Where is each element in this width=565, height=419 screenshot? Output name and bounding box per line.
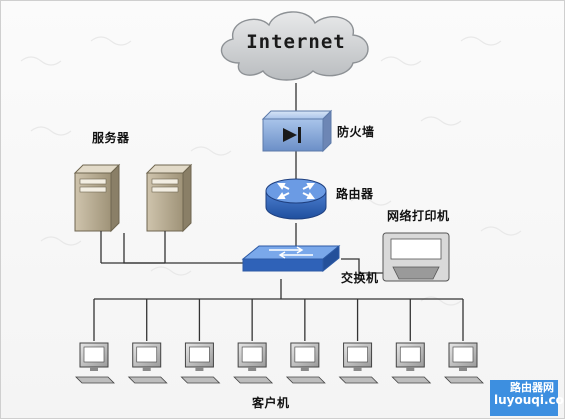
- site-watermark: 路由器网 luyouqi.com: [490, 380, 564, 416]
- router-label: 路由器: [336, 187, 374, 201]
- watermark-site-name: 路由器网: [510, 381, 554, 394]
- client-computer: [127, 342, 168, 384]
- client-computer: [338, 342, 379, 384]
- firewall-label: 防火墙: [337, 125, 375, 139]
- clients-label: 客户机: [252, 396, 290, 410]
- server-label: 服务器: [92, 131, 130, 145]
- client-computer: [391, 342, 432, 384]
- client-computer: [180, 342, 221, 384]
- background-texture: [20, 36, 522, 306]
- router-device: [265, 178, 327, 220]
- link-switch-printer: [341, 258, 391, 274]
- internet-label: Internet: [246, 31, 346, 53]
- client-computer: [444, 342, 484, 384]
- client-computers: [75, 342, 484, 384]
- client-drops: [93, 299, 464, 341]
- firewall-device: [261, 109, 333, 153]
- server-1: [73, 163, 121, 233]
- server-links: [100, 231, 166, 264]
- switch-device: [241, 244, 341, 273]
- watermark-site-url: luyouqi.com: [494, 393, 564, 408]
- link-servers-switch: [123, 233, 249, 264]
- switch-label: 交换机: [341, 271, 379, 285]
- server-2: [145, 163, 193, 233]
- printer-label: 网络打印机: [387, 209, 450, 223]
- client-computer: [233, 342, 274, 384]
- client-computer: [75, 342, 115, 384]
- network-printer: [382, 232, 450, 282]
- internet-cloud: [221, 11, 369, 81]
- client-computer: [285, 342, 326, 384]
